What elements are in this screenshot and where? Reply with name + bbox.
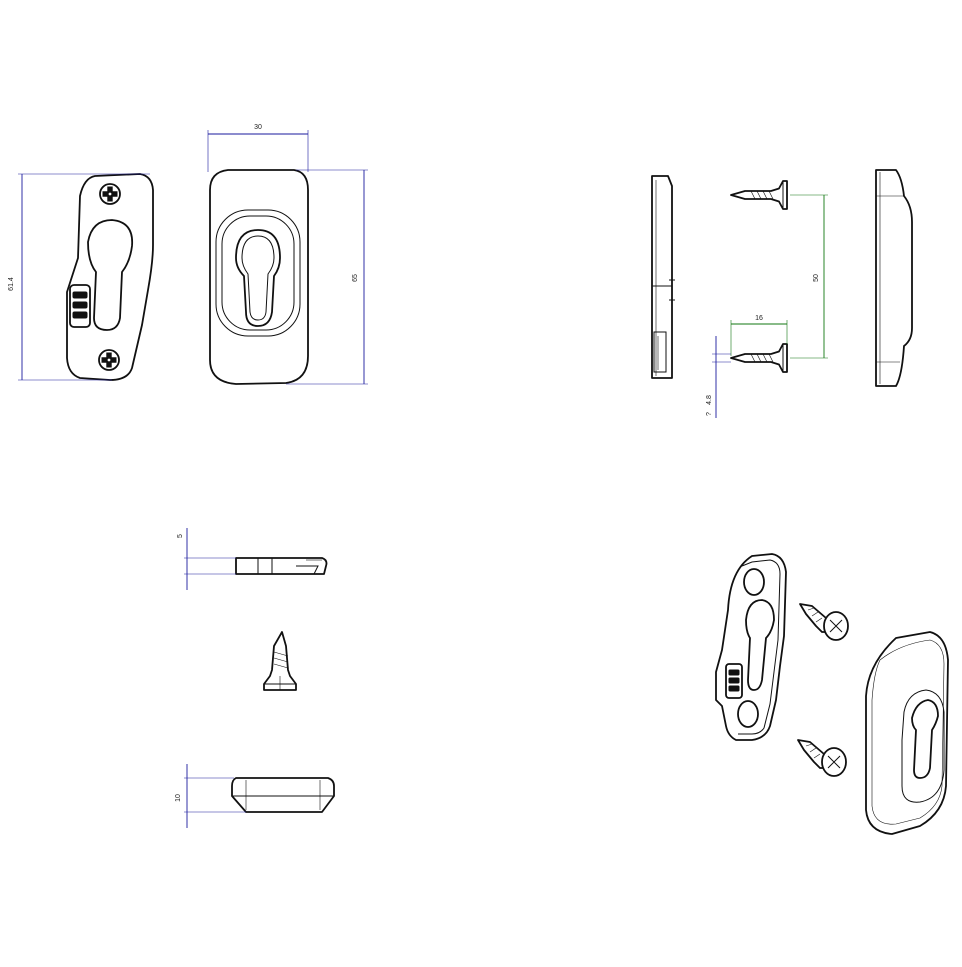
dimension-cover-thickness: 10	[175, 764, 246, 828]
screw-side-view-upper	[730, 180, 788, 210]
screw-isometric-lower	[797, 739, 847, 777]
base-plate-front-view	[66, 173, 154, 381]
base-plate-side-view	[651, 175, 675, 379]
cover-side-view	[875, 169, 913, 387]
screw-diameter-symbol: ?	[706, 412, 713, 416]
cover-front-view	[209, 169, 309, 385]
cover-height-label: 65	[352, 274, 359, 282]
phillips-screw-head-icon	[98, 349, 120, 371]
dimension-base-thickness: 5	[177, 528, 236, 590]
cover-thickness-label: 10	[175, 794, 182, 802]
dimension-base-height: 61.4	[8, 173, 150, 381]
cover-top-view	[231, 777, 335, 813]
dimension-base-width: 30	[207, 124, 309, 172]
base-width-label: 30	[254, 124, 262, 131]
screw-isometric-upper	[799, 603, 849, 641]
screw-front-view	[263, 631, 297, 691]
screw-diameter-label: 4.8	[706, 395, 713, 405]
dimension-cover-height: 65	[286, 169, 368, 385]
base-thickness-label: 5	[177, 534, 184, 538]
base-plate-top-view	[235, 557, 328, 575]
phillips-screw-head-icon	[99, 183, 121, 205]
dimension-screw-length: 16	[730, 315, 788, 356]
screw-spacing-label: 50	[813, 274, 820, 282]
base-plate-isometric-view	[715, 553, 787, 741]
cover-isometric-view	[865, 631, 949, 835]
dimension-screw-spacing: 50	[790, 194, 828, 359]
base-height-label: 61.4	[8, 277, 15, 291]
screw-length-label: 16	[755, 315, 763, 322]
screw-side-view-lower	[730, 343, 788, 373]
dimension-screw-diameter: 4.8 ?	[706, 336, 731, 418]
